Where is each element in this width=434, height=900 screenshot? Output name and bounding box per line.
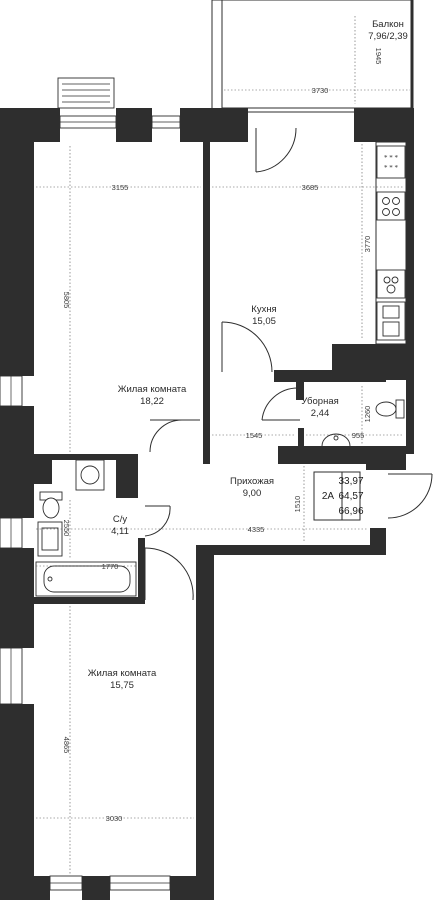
dim-balcony-width: 3730 <box>312 86 329 95</box>
dimension-lines <box>36 16 410 874</box>
dim-bath-height: 2550 <box>62 520 71 537</box>
room-kitchen-name: Кухня <box>251 304 276 315</box>
balcony-outline <box>211 0 414 113</box>
dim-bath-width: 1770 <box>102 562 119 571</box>
washbasin-icon <box>321 433 351 447</box>
dim-balcony-height: 1945 <box>374 48 383 65</box>
room-living2-area: 15,75 <box>110 680 134 691</box>
dim-living2-width: 3030 <box>106 814 123 823</box>
room-balcony-name: Балкон <box>372 19 404 30</box>
radiator-icon <box>57 77 115 109</box>
bath-toilet-icon <box>39 491 63 519</box>
room-hall-name: Прихожая <box>230 476 274 487</box>
room-bath-area: 4,11 <box>111 526 129 537</box>
washing-machine-icon <box>75 459 105 491</box>
dim-living1-height: 5805 <box>62 292 71 309</box>
summary-box: 2А 33,97 64,57 66,96 <box>313 471 364 521</box>
dim-living1-width: 3155 <box>112 183 129 192</box>
svg-text:* * *: * * * <box>384 164 399 172</box>
dim-toilet-width: 955 <box>352 431 365 440</box>
room-balcony-area: 7,96/2,39 <box>368 31 408 42</box>
room-living1-area: 18,22 <box>140 396 164 407</box>
room-living1-name: Жилая комната <box>118 384 187 395</box>
walls <box>0 108 414 900</box>
room-hall-area: 9,00 <box>243 488 262 499</box>
summary-value-3: 66,96 <box>338 506 363 517</box>
room-kitchen-area: 15,05 <box>252 316 276 327</box>
room-toilet-name: Уборная <box>301 396 339 407</box>
summary-value-1: 33,97 <box>338 476 363 487</box>
dim-hall-width: 4335 <box>248 525 265 534</box>
dim-toilet-height: 1260 <box>363 406 372 423</box>
bathtub-icon <box>35 561 137 597</box>
dishwasher-icon <box>376 269 406 299</box>
apartment-type: 2А <box>322 491 335 502</box>
dim-corridor-width: 1545 <box>246 431 263 440</box>
room-living2-name: Жилая комната <box>88 668 157 679</box>
room-toilet-area: 2,44 <box>311 408 330 419</box>
toilet-icon <box>375 399 405 419</box>
stove-icon <box>376 191 406 221</box>
bath-sink-icon <box>37 521 63 557</box>
dim-kitchen-height: 3770 <box>363 236 372 253</box>
sink-icon <box>376 301 406 341</box>
summary-value-2: 64,57 <box>338 491 363 502</box>
svg-text:* * *: * * * <box>384 154 399 162</box>
kitchen-counter <box>375 141 407 345</box>
dim-hall-height: 1510 <box>293 496 302 513</box>
windows <box>0 115 181 891</box>
fridge-icon: * * * * * * <box>376 145 406 179</box>
dim-living2-height: 4865 <box>62 737 71 754</box>
doors <box>144 127 433 601</box>
room-bath-name: С/у <box>113 514 128 525</box>
dim-kitchen-width: 3685 <box>302 183 319 192</box>
